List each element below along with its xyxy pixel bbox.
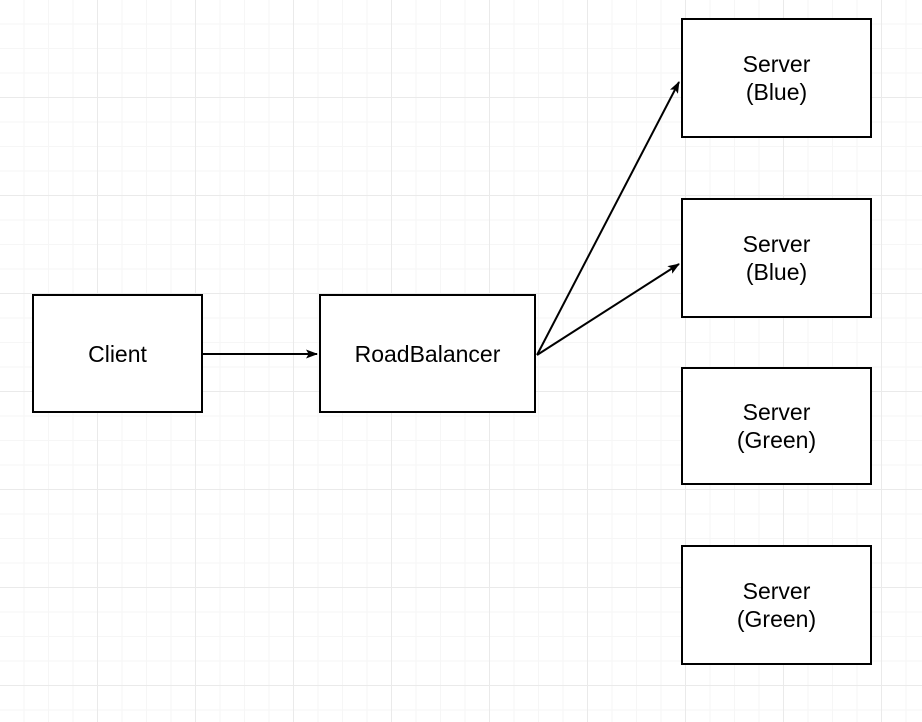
node-server-blue-2-label: Server (Blue) <box>742 231 811 285</box>
node-roadbalancer-label: RoadBalancer <box>354 340 501 367</box>
node-server-blue-2[interactable]: Server (Blue) <box>681 198 872 318</box>
node-server-blue-1[interactable]: Server (Blue) <box>681 18 872 138</box>
node-server-green-2-label: Server (Green) <box>736 578 817 632</box>
edge-roadbalancer-to-server-blue-1 <box>536 81 680 356</box>
node-server-green-1-label: Server (Green) <box>736 399 817 453</box>
node-client[interactable]: Client <box>32 294 203 413</box>
edge-roadbalancer-to-server-blue-2 <box>536 263 680 356</box>
node-server-blue-1-label: Server (Blue) <box>742 51 811 105</box>
node-roadbalancer[interactable]: RoadBalancer <box>319 294 536 413</box>
node-server-green-1[interactable]: Server (Green) <box>681 367 872 485</box>
node-client-label: Client <box>88 340 147 367</box>
node-server-green-2[interactable]: Server (Green) <box>681 545 872 665</box>
